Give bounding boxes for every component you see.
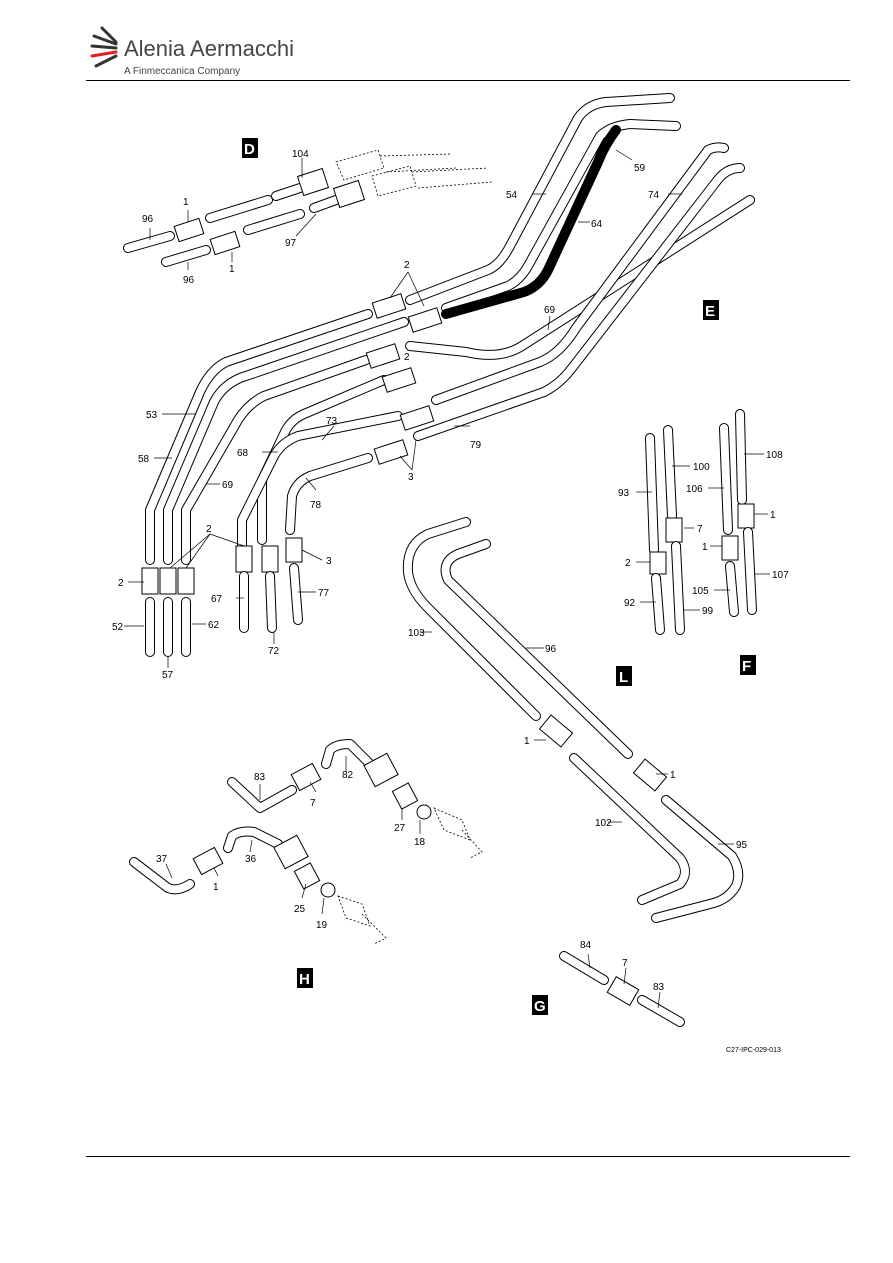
view-label-f: F xyxy=(742,658,751,675)
footer-divider xyxy=(86,1156,850,1157)
callout: 96 xyxy=(545,644,557,655)
callout: 2 xyxy=(404,260,410,271)
callout: 25 xyxy=(294,904,306,915)
callout: 62 xyxy=(208,620,220,631)
callout: 69 xyxy=(544,305,556,316)
callout: 7 xyxy=(697,524,703,535)
view-g: G xyxy=(532,951,685,1027)
callout: 3 xyxy=(408,472,414,483)
callout: 83 xyxy=(254,772,266,783)
callout-labels: 1 96 1 96 97 104 54 59 64 74 2 69 2 53 5… xyxy=(112,149,789,993)
brand-name: Alenia Aermacchi xyxy=(124,36,294,61)
callout: 104 xyxy=(292,149,309,160)
callout: 59 xyxy=(634,163,646,174)
callout: 95 xyxy=(736,840,748,851)
callout: 84 xyxy=(580,940,592,951)
callout: 99 xyxy=(702,606,714,617)
view-label-l-box xyxy=(616,666,632,686)
callout: 1 xyxy=(524,736,530,747)
callout: 102 xyxy=(595,818,612,829)
company-logo xyxy=(86,22,306,82)
view-label-g: G xyxy=(534,998,546,1015)
callout: 18 xyxy=(414,837,426,848)
view-label-g-box xyxy=(532,995,548,1015)
callout: 1 xyxy=(213,882,219,893)
view-label-l: L xyxy=(619,669,628,686)
callout: 1 xyxy=(670,770,676,781)
callout: 3 xyxy=(326,556,332,567)
logo-mark-icon xyxy=(90,26,118,68)
callout: 73 xyxy=(326,416,338,427)
view-label-d-box xyxy=(242,138,258,158)
callout: 68 xyxy=(237,448,249,459)
callout: 54 xyxy=(506,190,518,201)
figure-id: C27-IPC-029-013 xyxy=(726,1047,781,1054)
callout: 103 xyxy=(408,628,425,639)
callout: 82 xyxy=(342,770,354,781)
callout: 97 xyxy=(285,238,297,249)
callout: 96 xyxy=(142,214,154,225)
callout: 1 xyxy=(183,197,189,208)
callout: 27 xyxy=(394,823,406,834)
callout: 93 xyxy=(618,488,630,499)
callout: 52 xyxy=(112,622,124,633)
callout: 7 xyxy=(310,798,316,809)
callout: 2 xyxy=(118,578,124,589)
callout: 69 xyxy=(222,480,234,491)
view-label-h-box xyxy=(297,968,313,988)
callout: 58 xyxy=(138,454,150,465)
callout: 74 xyxy=(648,190,660,201)
callout: 96 xyxy=(183,275,195,286)
header-divider xyxy=(86,80,850,81)
callout: 53 xyxy=(146,410,158,421)
callout: 1 xyxy=(229,264,235,275)
view-label-e: E xyxy=(705,303,715,320)
callout: 92 xyxy=(624,598,636,609)
callout: 36 xyxy=(245,854,257,865)
view-label-h: H xyxy=(299,971,310,988)
callout: 108 xyxy=(766,450,783,461)
callout: 100 xyxy=(693,462,710,473)
callout: 1 xyxy=(702,542,708,553)
brand-tagline: A Finmeccanica Company xyxy=(124,66,241,77)
callout: 67 xyxy=(211,594,223,605)
callout: 1 xyxy=(770,510,776,521)
view-label-d: D xyxy=(244,141,255,158)
callout: 105 xyxy=(692,586,709,597)
view-h: H xyxy=(129,739,483,988)
callout: 2 xyxy=(625,558,631,569)
view-label-e-box xyxy=(703,300,719,320)
callout: 37 xyxy=(156,854,168,865)
callout: 19 xyxy=(316,920,328,931)
view-f: F xyxy=(636,409,770,675)
view-l: L xyxy=(402,517,744,923)
callout: 2 xyxy=(404,352,410,363)
callout: 2 xyxy=(206,524,212,535)
callout: 83 xyxy=(653,982,665,993)
callout: 64 xyxy=(591,219,603,230)
view-d: D xyxy=(123,138,493,270)
callout: 72 xyxy=(268,646,280,657)
callout: 77 xyxy=(318,588,330,599)
callout: 79 xyxy=(470,440,482,451)
callout: 78 xyxy=(310,500,322,511)
callout: 7 xyxy=(622,958,628,969)
view-label-f-box xyxy=(740,655,756,675)
view-e: E xyxy=(124,93,755,668)
callout: 107 xyxy=(772,570,789,581)
callout: 57 xyxy=(162,670,174,681)
callout: 106 xyxy=(686,484,703,495)
